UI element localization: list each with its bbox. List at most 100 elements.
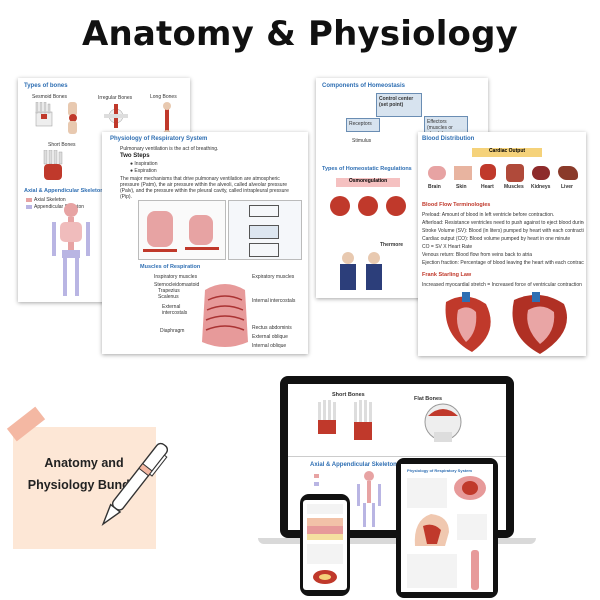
regulations-heading: Types of Homeostatic Regulations xyxy=(322,166,412,172)
term-line: Ejection fraction: Percentage of blood l… xyxy=(422,260,584,266)
two-steps-heading: Two Steps xyxy=(120,153,150,159)
axial-heading: Axial & Appendicular Skeleton xyxy=(24,188,104,194)
laptop-flat-bones-label: Flat Bones xyxy=(414,396,443,402)
organ-label: Liver xyxy=(561,184,573,190)
sheet-heading: Components of Homeostasis xyxy=(322,83,406,89)
muscles-heading: Muscles of Respiration xyxy=(140,264,201,270)
laptop-divider xyxy=(288,456,506,457)
laptop-skeleton-illustration xyxy=(357,471,381,527)
stimulus-label: Stimulus xyxy=(352,138,372,144)
step-label: Expiration xyxy=(134,168,157,174)
organ-label: Skin xyxy=(456,184,467,190)
term-line: CO = SV X Heart Rate xyxy=(422,244,473,250)
tablet-mouth-illustration xyxy=(454,476,486,500)
cardiac-output-banner: Cardiac Output xyxy=(472,148,542,157)
tablet-head-illustration xyxy=(414,514,449,546)
label-short: Short Bones xyxy=(48,142,76,148)
muscle-label: Sternocleidomastoid xyxy=(154,282,200,288)
phone-skin-illustration xyxy=(307,518,343,540)
term-line: Venous return: Blood flow from veins bac… xyxy=(422,252,533,258)
laptop-skull-illustration xyxy=(424,403,462,442)
frank-starling-text: Increased myocardial stretch = Increased… xyxy=(422,282,582,288)
muscle-label: Scalenus xyxy=(158,294,179,300)
muscle-label: Trapezius xyxy=(158,288,180,294)
phone-screen xyxy=(303,500,347,590)
tablet-device: Physiology of Respiratory System xyxy=(396,458,498,598)
blood-cells-illustration xyxy=(330,194,406,226)
tablet-text-block xyxy=(407,554,457,588)
sheet-heading: Physiology of Respiratory System xyxy=(110,136,208,142)
receptors-box: Receptors xyxy=(346,118,380,132)
legend-axial-swatch xyxy=(26,198,32,202)
laptop-axial-heading: Axial & Appendicular Skeleton xyxy=(310,462,397,468)
tablet-organ-illustration xyxy=(471,550,479,590)
label-sesamoid: Sesmoid Bones xyxy=(32,94,68,100)
term-line: Preload: Amount of blood in left ventric… xyxy=(422,212,555,218)
tablet-heading: Physiology of Respiratory System xyxy=(407,468,472,473)
frank-starling-heading: Frank Starling Law xyxy=(422,272,472,278)
organ-label: Muscles xyxy=(504,184,524,190)
step-label: Inspiration xyxy=(134,161,158,167)
pen-icon xyxy=(101,442,168,526)
legend-appendicular: Appendicular Skeleton xyxy=(34,204,85,210)
phone-text-block xyxy=(307,544,343,564)
legend-axial: Axial Skeleton xyxy=(34,197,66,203)
bundle-label-line: Anatomy and xyxy=(44,456,124,470)
muscle-label: Inspiratory muscles xyxy=(154,274,198,280)
muscle-label: Rectus abdominis xyxy=(252,325,292,331)
laptop-hand-foot-illustration xyxy=(318,400,372,440)
organ-label: Heart xyxy=(481,184,494,190)
term-line: Cardiac output (CO): Blood volume pumped… xyxy=(422,236,571,242)
muscle-label: External intercostals xyxy=(162,304,188,316)
sheet-respiratory-physiology: Physiology of Respiratory System Pulmona… xyxy=(102,132,308,354)
organs-row: Brain Skin Heart Muscles Kidneys Liver xyxy=(428,162,580,192)
body-text: The major mechanisms that drive pulmonar… xyxy=(120,176,289,200)
muscle-label: Diaphragm xyxy=(160,328,185,334)
laptop-legend-swatch xyxy=(314,474,319,478)
vertebra-illustration xyxy=(104,104,128,128)
muscle-label: External oblique xyxy=(252,334,288,340)
step-inspiration: ● Inspiration xyxy=(130,161,158,167)
sheet-heading: Types of bones xyxy=(24,83,68,89)
bundle-label: Anatomy and Physiology Bundle xyxy=(18,452,150,496)
intro-text: Pulmonary ventilation is the act of brea… xyxy=(120,146,219,152)
control-center-box: Control center (set point) xyxy=(376,93,422,117)
muscle-label: Expiratory muscles xyxy=(252,274,295,280)
term-line: Stroke Volume (SV): Blood (in liters) pu… xyxy=(422,228,584,234)
skeleton-illustration xyxy=(52,203,90,296)
tablet-text-block xyxy=(407,478,447,508)
thermoregulation-label: Thermore xyxy=(380,242,404,248)
organ-label: Brain xyxy=(428,184,441,190)
box-label: Control center (set point) xyxy=(379,96,414,108)
muscle-label: Internal intercostals xyxy=(252,298,296,304)
legend-appendicular-swatch xyxy=(26,205,32,209)
label-irregular: Irregular Bones xyxy=(98,95,133,101)
breathing-diagram xyxy=(138,200,226,260)
hearts-illustration xyxy=(445,292,567,354)
sheet-blood-distribution: Blood Distribution Cardiac Output Brain … xyxy=(418,132,586,356)
bundle-label-line: Physiology Bundle xyxy=(27,478,141,492)
phone-bone-illustration xyxy=(313,570,337,584)
phone-device xyxy=(300,494,350,596)
thermoregulation-figures xyxy=(340,252,382,290)
tablet-screen: Physiology of Respiratory System xyxy=(401,464,493,592)
hand-bones-illustration xyxy=(35,102,53,127)
knee-bones-illustration xyxy=(68,102,77,134)
label-long: Long Bones xyxy=(150,94,177,100)
foot-bones-illustration xyxy=(43,150,63,180)
laptop-short-bones-label: Short Bones xyxy=(332,392,365,398)
term-line: Afterload: Resistance ventricles need to… xyxy=(422,220,584,226)
tablet-text-block xyxy=(457,514,487,540)
sheet-heading: Blood Distribution xyxy=(422,136,475,142)
box-label: Receptors xyxy=(349,121,372,127)
page-title: Anatomy & Physiology xyxy=(81,14,519,54)
organ-label: Kidneys xyxy=(531,184,551,190)
osmoregulation-banner: Osmoregulation xyxy=(336,178,400,187)
ventilation-flow-diagram xyxy=(228,200,302,260)
ribcage-muscles-illustration xyxy=(202,284,248,347)
terms-heading: Blood Flow Terminologies xyxy=(422,202,491,208)
laptop-legend-swatch xyxy=(314,482,319,486)
step-expiration: ● Expiration xyxy=(130,168,157,174)
muscle-label: Internal oblique xyxy=(252,343,287,349)
phone-text-block xyxy=(307,504,343,514)
